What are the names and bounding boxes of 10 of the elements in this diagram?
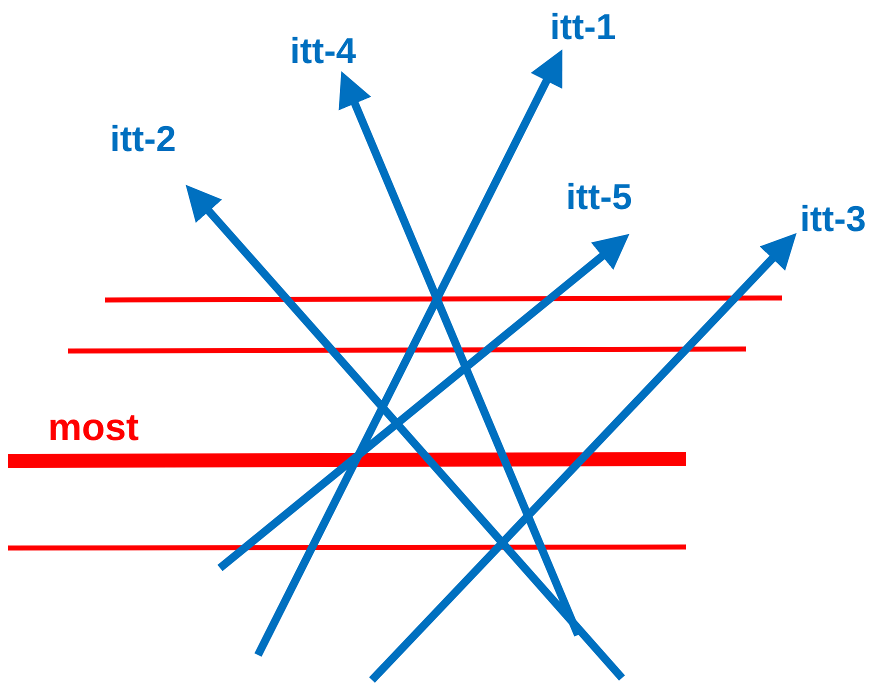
arrow	[186, 184, 625, 681]
arrow	[369, 233, 797, 683]
line-label: most	[48, 408, 139, 448]
arrow-label: itt-4	[290, 32, 356, 70]
arrow-label: itt-1	[550, 8, 616, 46]
arrow	[254, 49, 562, 657]
arrow	[217, 234, 630, 572]
arrow-label: itt-3	[800, 200, 866, 238]
arrow-label: itt-5	[566, 178, 632, 216]
arrow-label: itt-2	[110, 120, 176, 158]
